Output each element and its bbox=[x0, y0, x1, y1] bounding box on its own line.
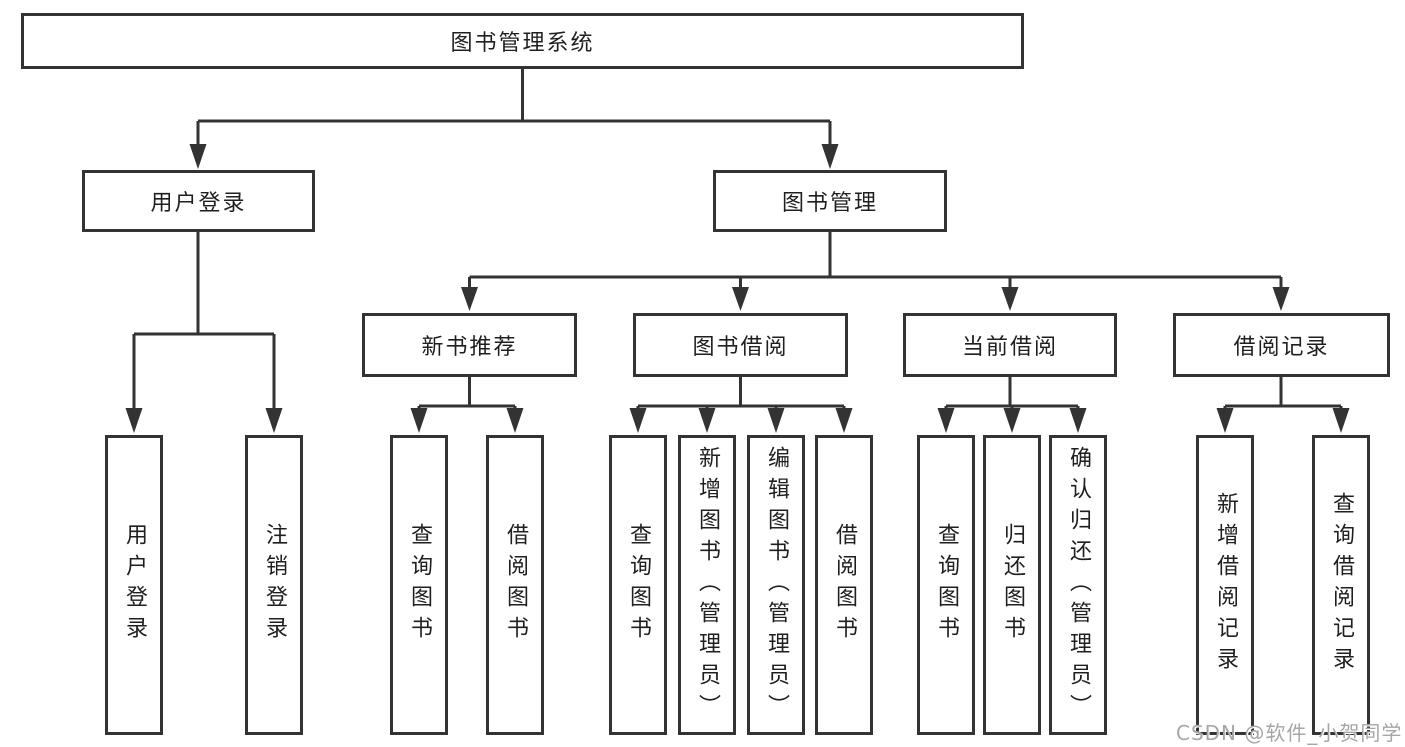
leaf-edit-book-admin: 编辑图书（管理员） bbox=[747, 435, 805, 735]
node-borrow-records: 借阅记录 bbox=[1173, 313, 1390, 377]
connector-root-to-level2 bbox=[196, 69, 832, 146]
csdn-watermark: CSDN @软件_小贺同学 bbox=[1176, 721, 1403, 745]
connector-records-to-leaves bbox=[1223, 377, 1343, 410]
leaf-borrow-books-borrow: 借阅图书 bbox=[815, 435, 873, 735]
arrowheads-records-to-leaves bbox=[1216, 408, 1350, 433]
node-book-borrow: 图书借阅 bbox=[633, 313, 848, 377]
leaf-return-books: 归还图书 bbox=[983, 435, 1041, 735]
leaf-borrow-books-recommend: 借阅图书 bbox=[486, 435, 544, 735]
arrowheads-current-to-leaves bbox=[937, 408, 1087, 433]
arrowheads-recommend-to-leaves bbox=[410, 408, 524, 433]
leaf-query-books-current-label: 查询图书 bbox=[934, 523, 959, 647]
node-new-book-recommend: 新书推荐 bbox=[362, 313, 577, 377]
leaf-query-borrow-record-label: 查询借阅记录 bbox=[1329, 492, 1354, 678]
connector-current-to-leaves bbox=[944, 377, 1080, 410]
leaf-add-borrow-record-label: 新增借阅记录 bbox=[1213, 492, 1238, 678]
leaf-query-borrow-record: 查询借阅记录 bbox=[1312, 435, 1370, 735]
arrowheads-borrow-to-leaves bbox=[629, 408, 853, 433]
connector-borrow-to-leaves bbox=[636, 377, 846, 410]
leaf-add-book-admin-label: 新增图书（管理员） bbox=[695, 445, 720, 725]
leaf-logout-label: 注销登录 bbox=[262, 523, 287, 647]
arrowheads-book-management-to-level3 bbox=[461, 287, 1290, 311]
leaf-borrow-books-borrow-label: 借阅图书 bbox=[832, 523, 857, 647]
node-user-login: 用户登录 bbox=[82, 170, 315, 232]
leaf-logout: 注销登录 bbox=[245, 435, 303, 735]
leaf-query-books-borrow: 查询图书 bbox=[609, 435, 667, 735]
leaf-query-books-recommend-label: 查询图书 bbox=[407, 523, 432, 647]
connector-user-login-to-leaves bbox=[132, 232, 276, 410]
leaf-query-books-current: 查询图书 bbox=[917, 435, 975, 735]
connector-book-management-to-level3 bbox=[468, 232, 1283, 289]
leaf-add-borrow-record: 新增借阅记录 bbox=[1196, 435, 1254, 735]
leaf-query-books-borrow-label: 查询图书 bbox=[626, 523, 651, 647]
leaf-borrow-books-recommend-label: 借阅图书 bbox=[503, 523, 528, 647]
leaf-confirm-return-admin-label: 确认归还（管理员） bbox=[1066, 445, 1091, 725]
arrowheads-user-login-to-leaves bbox=[125, 408, 283, 433]
connector-recommend-to-leaves bbox=[417, 377, 517, 410]
leaf-user-login: 用户登录 bbox=[105, 435, 163, 735]
leaf-add-book-admin: 新增图书（管理员） bbox=[678, 435, 736, 735]
node-book-management: 图书管理 bbox=[713, 170, 947, 232]
leaf-confirm-return-admin: 确认归还（管理员） bbox=[1049, 435, 1107, 735]
leaf-return-books-label: 归还图书 bbox=[1000, 523, 1025, 647]
arrowheads-root-to-level2 bbox=[189, 144, 839, 169]
node-library-management-system: 图书管理系统 bbox=[21, 13, 1024, 69]
leaf-query-books-recommend: 查询图书 bbox=[390, 435, 448, 735]
leaf-edit-book-admin-label: 编辑图书（管理员） bbox=[764, 445, 789, 725]
node-current-borrow: 当前借阅 bbox=[903, 313, 1117, 377]
leaf-user-login-label: 用户登录 bbox=[122, 523, 147, 647]
